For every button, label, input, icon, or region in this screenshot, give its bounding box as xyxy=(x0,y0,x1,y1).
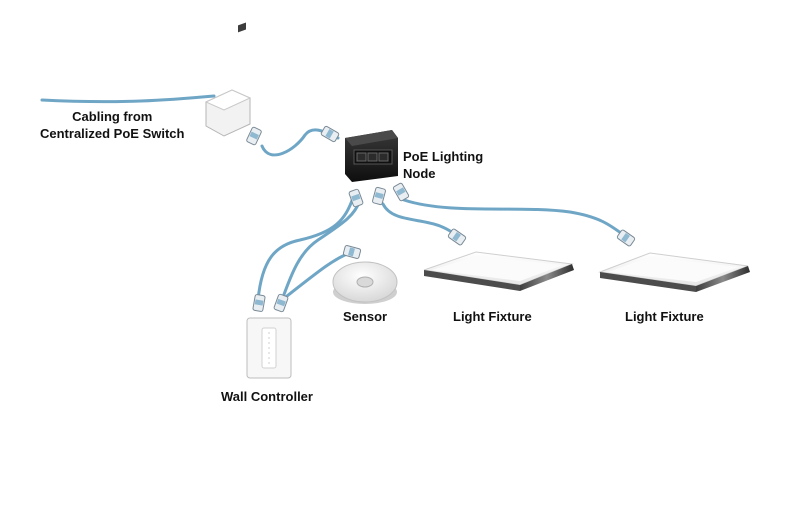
plug-icon xyxy=(252,294,266,312)
light-fixture-1-icon xyxy=(423,251,574,291)
occupancy-sensor-icon xyxy=(332,261,398,304)
poe-lighting-node-icon xyxy=(345,130,398,182)
cable-to-wall-controller xyxy=(256,196,355,302)
node-label-line2: Node xyxy=(403,166,436,181)
plug-icon xyxy=(616,229,636,247)
plug-icon xyxy=(348,188,364,208)
plug-icon xyxy=(372,186,386,206)
fixture-1-label: Light Fixture xyxy=(453,309,532,324)
cabling-label-line1: Cabling from xyxy=(72,109,153,124)
cabling-label-line2: Centralized PoE Switch xyxy=(40,126,185,141)
plug-icon xyxy=(246,126,262,146)
fixture-2-label: Light Fixture xyxy=(625,309,704,324)
rj45-plugs xyxy=(246,125,636,313)
cable-uplink xyxy=(40,94,216,104)
plug-icon xyxy=(392,182,410,202)
wall-controller-icon xyxy=(246,317,292,379)
cable-to-sensor xyxy=(280,198,362,302)
node-label-line1: PoE Lighting xyxy=(403,149,484,164)
plug-icon xyxy=(273,293,289,313)
plug-icon xyxy=(447,228,467,246)
plug-icon xyxy=(320,125,340,143)
light-fixture-2-icon xyxy=(598,252,750,292)
cabling-label: Cabling from Centralized PoE Switch xyxy=(40,108,184,142)
cable-to-fixture-2 xyxy=(402,198,627,238)
plug-icon xyxy=(342,245,362,259)
node-label: PoE Lighting Node xyxy=(403,148,483,182)
wall-controller-label: Wall Controller xyxy=(221,389,313,404)
wall-jack-icon xyxy=(204,22,252,137)
sensor-label: Sensor xyxy=(343,309,388,324)
